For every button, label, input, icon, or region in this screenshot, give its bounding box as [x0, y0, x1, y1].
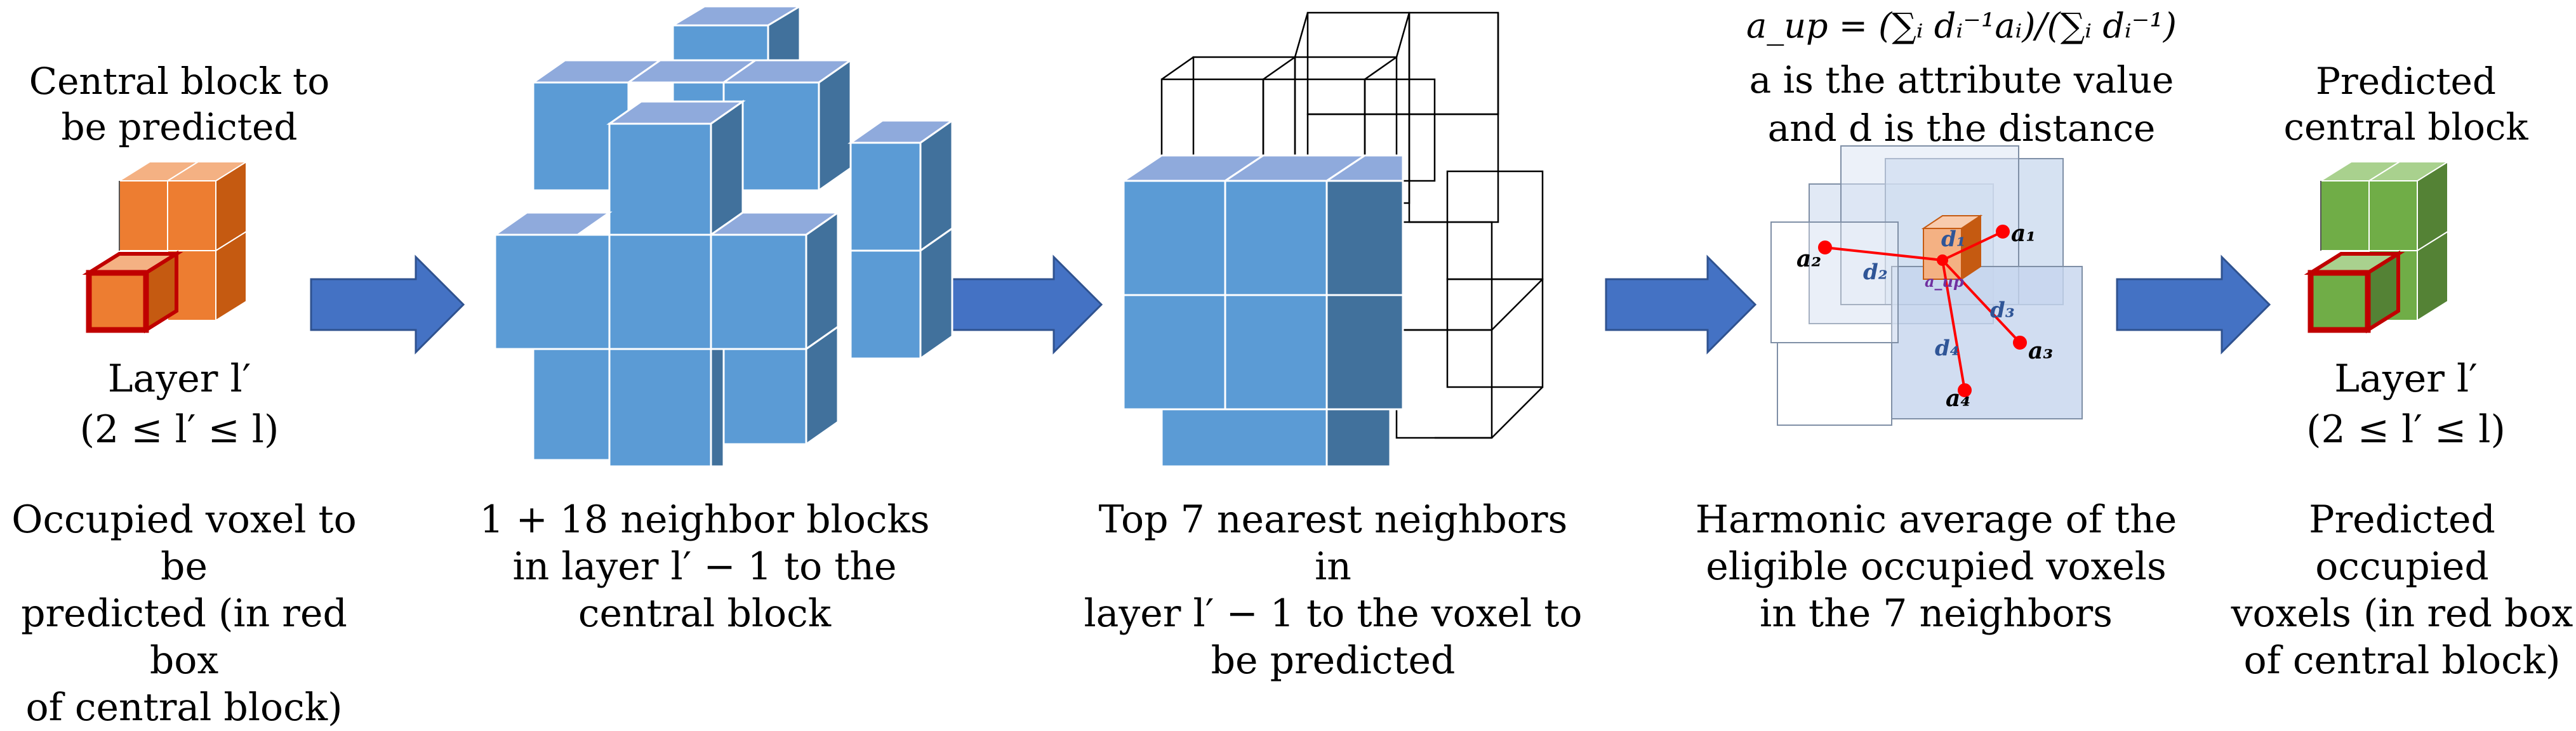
harmonic-average-boxes [1770, 145, 2083, 426]
stage1-title: Central block to be predicted [29, 60, 330, 148]
label-d1: d₁ [1941, 227, 1966, 252]
harmonic-labels: a₁ a₂ a₃ a₄ d₁ d₂ d₃ d₄ a_up [1796, 220, 2053, 412]
label-a4: a₄ [1946, 385, 1970, 412]
arrow-1-icon [310, 254, 465, 355]
central-block-orange [82, 161, 249, 334]
stage2-caption: 1 + 18 neighbor blocks in layer l′ − 1 t… [479, 497, 930, 636]
label-d2: d₂ [1863, 260, 1888, 285]
nearest-neighbors-blue [1120, 154, 1404, 468]
pipeline-diagram: Central block to be predicted Layer l′ (… [11, 4, 2573, 730]
stage1-layer: Layer l′ [107, 357, 251, 401]
neighbor-blocks-blue [492, 4, 955, 468]
distance-lines [1818, 225, 2027, 397]
arrow-3-icon [1605, 254, 1757, 355]
arrow-4-icon [2116, 254, 2271, 355]
formula-note-distance: and d is the distance [1767, 107, 2156, 150]
stage5-range: (2 ≤ l′ ≤ l) [2306, 407, 2506, 452]
label-a2: a₂ [1796, 246, 1821, 272]
stage1-range: (2 ≤ l′ ≤ l) [79, 407, 279, 452]
label-a3: a₃ [2028, 338, 2053, 364]
label-d3: d₃ [1990, 298, 2015, 323]
stage4-caption: Harmonic average of the eligible occupie… [1695, 497, 2177, 636]
stage5-title: Predicted central block [2283, 60, 2528, 148]
label-d4: d₄ [1935, 336, 1960, 361]
formula-note-attribute: a is the attribute value [1749, 58, 2174, 102]
harmonic-formula: a_up = (∑ᵢ dᵢ⁻¹aᵢ)/(∑ᵢ dᵢ⁻¹) [1746, 6, 2177, 46]
label-aup: a_up [1925, 272, 1964, 291]
stage5-layer: Layer l′ [2334, 357, 2478, 401]
predicted-block-green [2304, 161, 2450, 334]
label-a1: a₁ [2011, 220, 2036, 247]
diagram-graphics: a₁ a₂ a₃ a₄ d₁ d₂ d₃ d₄ a_up [82, 4, 2450, 468]
arrow-2-icon [951, 254, 1103, 355]
